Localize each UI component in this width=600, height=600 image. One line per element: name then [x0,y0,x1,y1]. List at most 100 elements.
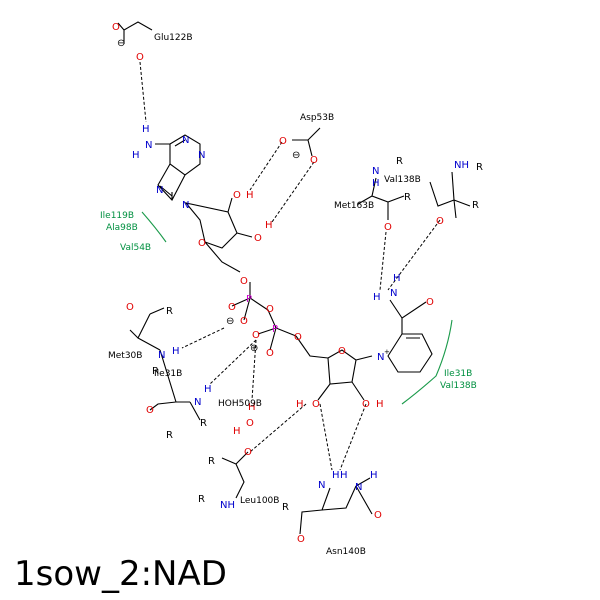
charge-minus-glu: ⊖ [117,38,125,49]
hydrophobic-label-val138b: Val138B [440,381,477,391]
atom-r-met163-side: R [476,162,483,173]
atom-r-met163-c: R [472,200,479,211]
residue-label-met163b: Met163B [334,201,374,211]
atom-h-water-1: H [248,402,256,413]
met30-ile31-backbone [129,307,201,421]
atom-h-asn140-1: H [332,470,340,481]
hbond-asp53 [249,141,315,223]
atom-r-met30: R [166,306,173,317]
charge-minus-pa: ⊖ [226,316,234,327]
atom-o-glu-a: O [112,22,120,33]
hydrophobic-contacts [141,211,453,405]
atom-o-nribose-2: O [362,399,370,410]
atom-o-bridge: O [266,304,274,315]
atom-h-amine-2: H [132,150,140,161]
atom-o-5prime: O [240,276,248,287]
leu100b-bonds [221,451,249,499]
atom-o-carboxamide: O [426,297,434,308]
pyrophosphate-bridge [231,282,329,359]
hydrophobic-label-ala98b: Ala98B [106,223,138,233]
atom-pn: P [272,324,278,335]
atom-n-asn140: N [318,480,325,491]
hydrophobic-arc-right [401,319,453,405]
atom-h-nribose-2: H [376,399,384,410]
hydrophobic-label-val54b: Val54B [120,243,151,253]
residue-label-leu100b: Leu100B [240,496,279,506]
atom-n-val138: N [372,166,379,177]
hydrophobic-arc-left [141,211,167,243]
bonds [117,21,471,535]
hydrophobic-label-ile31b: Ile31B [444,369,472,379]
charge-minus-asp: ⊖ [292,150,300,161]
atom-o-asp-b: O [310,155,318,166]
atom-o-nribose-ring: O [338,346,346,357]
atom-o-ribose-2: O [233,190,241,201]
hbond-ile31-met30-hoh [181,327,257,401]
nicotinamide-ribose [317,349,373,401]
atom-h-asn140-2: H [340,470,348,481]
atom-pa: P [246,294,252,305]
charge-plus-pn: ⊕ [250,343,258,354]
atom-h-nribose-3: H [296,399,304,410]
residue-label-ile31b: Ile31B [154,369,182,379]
atom-n-ring-1: N [182,135,189,146]
asn140b-bonds [299,477,373,535]
atom-h-val138: H [372,178,380,189]
atom-o-val138: O [384,222,392,233]
atom-h-ile31-2: H [204,384,212,395]
atom-o-leu100: O [244,447,252,458]
atom-r-ile31-n: R [200,418,207,429]
residue-label-asp53b: Asp53B [300,113,334,123]
atom-o-asn140: O [297,534,305,545]
met163-val138-backbone [357,171,471,220]
atom-o-ile31: O [146,405,154,416]
atom-o-water: O [246,418,254,429]
atom-n-pyridinium: N [377,352,384,363]
atom-o-ribose-3: O [254,233,262,244]
atom-o-pa-1: O [228,302,236,313]
adenine-ring [155,134,201,201]
residue-label-glu122b: Glu122B [154,33,193,43]
atom-h-ile31: H [172,346,180,357]
hbond-val138-met163 [379,219,441,291]
atom-o-met30: O [126,302,134,313]
atom-r-ile31-side: R [152,366,159,377]
atom-o-asn140-side: O [374,510,382,521]
residue-labels: Glu122B Asp53B Val138B Met163B Met30B Il… [108,33,421,557]
atom-r-ile31-c: R [166,430,173,441]
residue-label-hoh509b: HOH509B [218,399,262,409]
hydrophobic-labels: Ile119B Ala98B Val54B Ile31B Val138B [100,211,477,391]
atom-o-pa-2: O [240,316,248,327]
atom-r-leu100-side: R [208,456,215,467]
atom-o-pn-ester: O [294,332,302,343]
residue-label-met30b: Met30B [108,351,142,361]
atom-nh-met163: NH [454,160,469,171]
diagram-title: 1sow_2:NAD [14,554,227,594]
hbond-glu122 [139,61,147,123]
atom-n-ring-9: N [182,200,189,211]
atom-r-val138-c: R [404,192,411,203]
atom-h-asn140-3: H [370,470,378,481]
charge-plus-pyridinium: + [384,348,390,356]
atom-h-ribose-2: H [246,190,254,201]
asp53b-bonds [292,127,321,157]
atom-r-val138-side: R [396,156,403,167]
atom-labels: O ⊖ O H H N N N N N O H H O O O O ⊖ O O … [112,22,483,545]
atom-o-asp-a: O [279,136,287,147]
atom-o-glu-b: O [136,52,144,63]
residue-label-val138b: Val138B [384,175,421,185]
atom-h-ribose-3: H [265,220,273,231]
atom-o-pn-2: O [266,348,274,359]
atom-n-carboxamide: N [390,288,397,299]
atom-r-leu100-n: R [198,494,205,505]
atom-o-met163: O [436,216,444,227]
atom-nh-leu100: NH [220,500,235,511]
atom-o-pn-1: O [252,330,260,341]
atom-o-ribose-ring: O [198,238,206,249]
atom-h-amine: H [142,124,150,135]
atom-r-asn140: R [282,502,289,513]
atom-n-ring-7: N [156,185,163,196]
hydrogen-bonds [139,61,441,471]
